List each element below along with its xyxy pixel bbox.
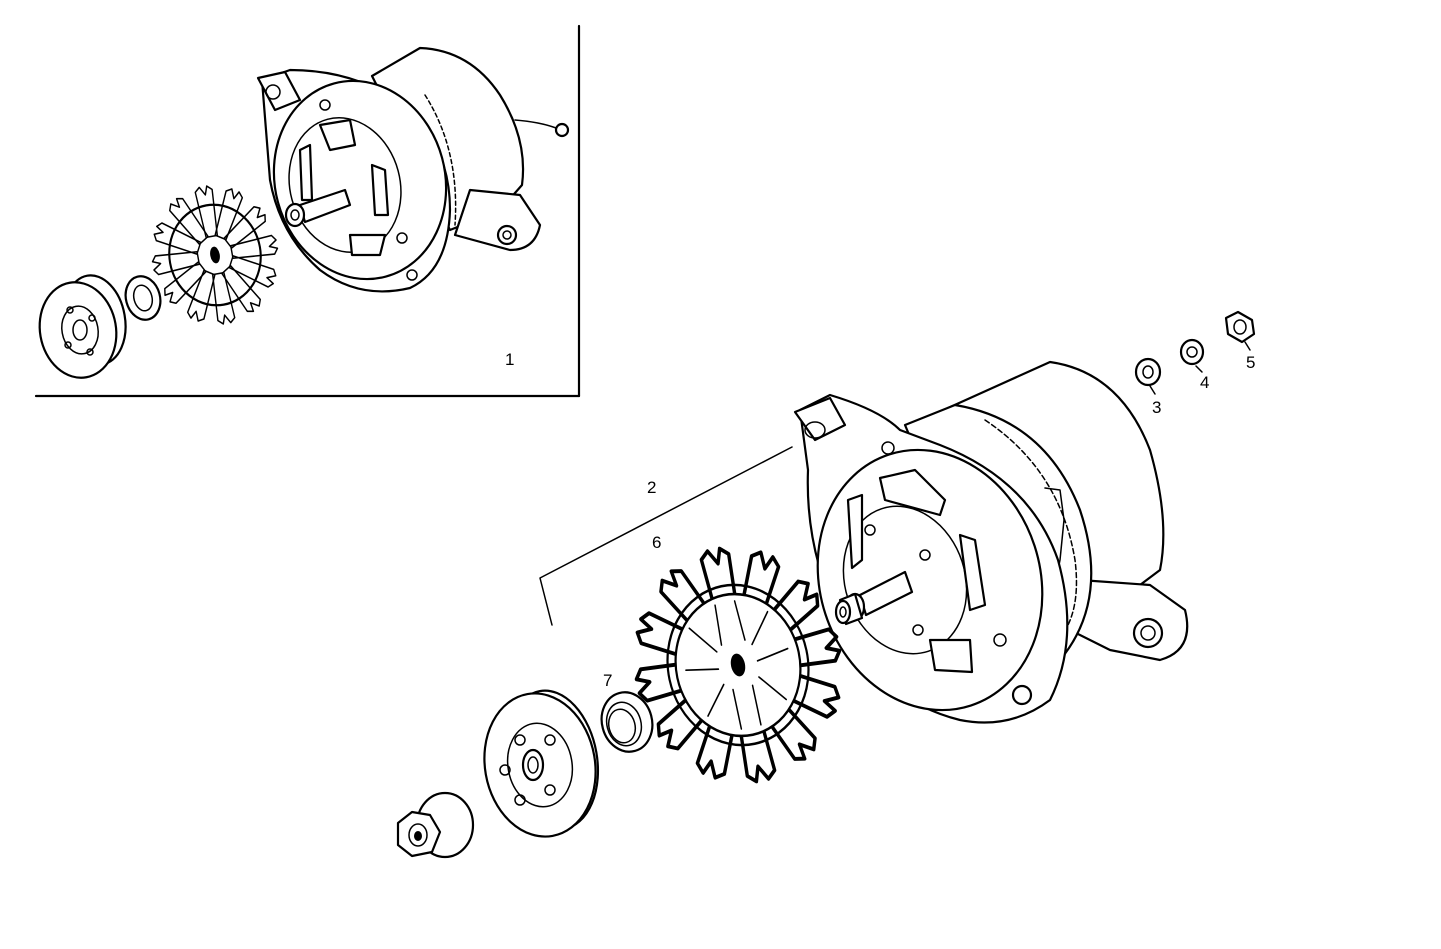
inset-alternator-assembly: 1 <box>38 46 570 379</box>
cooling-fan <box>632 545 844 785</box>
callout-1: 1 <box>505 350 514 369</box>
pulley <box>483 689 600 838</box>
callout-2-leader <box>539 446 793 626</box>
spacer-ring <box>600 691 654 753</box>
washer <box>1134 357 1162 387</box>
callout-5: 5 <box>1246 353 1255 372</box>
hex-nut <box>1224 310 1256 344</box>
alternator-body <box>793 360 1189 724</box>
callout-3: 3 <box>1152 398 1161 417</box>
callout-leaders <box>1149 341 1251 395</box>
callout-7: 7 <box>603 671 612 690</box>
callout-4: 4 <box>1200 373 1209 392</box>
spring-washer <box>1179 338 1205 366</box>
inset-frame <box>34 24 581 398</box>
callout-2: 2 <box>647 478 656 497</box>
pulley-nut <box>396 791 475 859</box>
callout-6: 6 <box>652 533 661 552</box>
